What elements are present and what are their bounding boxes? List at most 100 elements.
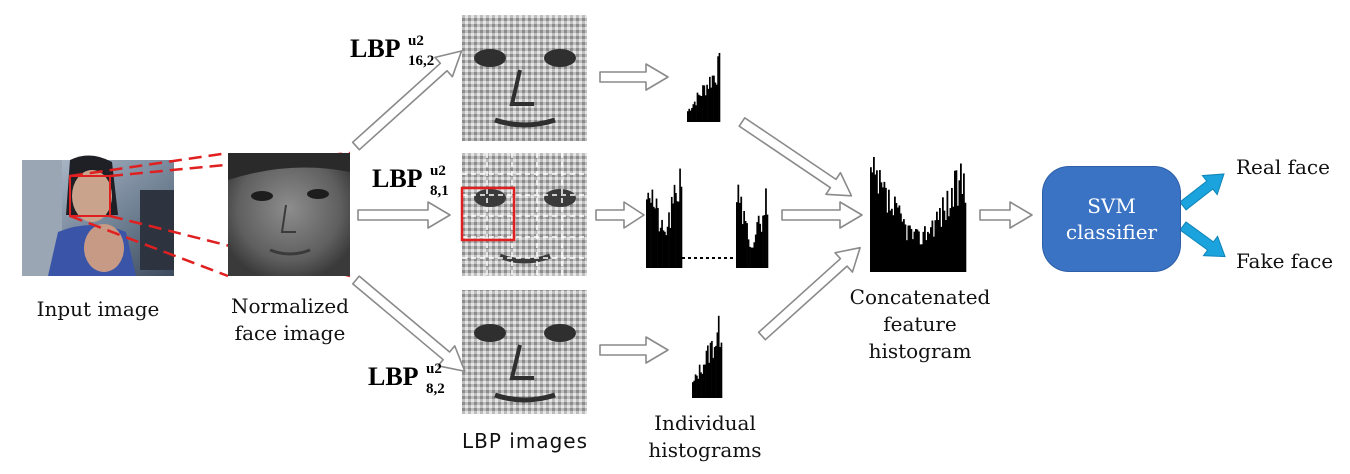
- histogram-bar: [933, 236, 935, 272]
- histogram-bar: [949, 208, 952, 272]
- histogram-bar: [910, 228, 913, 272]
- histogram-bar: [921, 244, 923, 272]
- histogram-bar: [677, 201, 680, 268]
- lbp-operator-superscript: u2: [408, 33, 424, 49]
- caption-line: histograms: [648, 438, 762, 462]
- histogram-bar: [906, 240, 908, 272]
- histogram-bar: [676, 201, 679, 268]
- caption-individual-histograms: Individual histograms: [630, 410, 780, 464]
- histogram-bar: [963, 173, 965, 272]
- arrow-lbp-8-2-to-hist: [599, 336, 669, 364]
- caption-input-image: Input image: [18, 296, 178, 323]
- histogram-bar: [927, 231, 929, 272]
- histogram-bar: [665, 235, 668, 268]
- histogram-bar: [888, 189, 890, 272]
- histogram-bar: [710, 87, 713, 122]
- lbp-operator-16-2: LBP u2 16,2: [350, 33, 434, 69]
- histogram-bar: [698, 94, 700, 122]
- histogram-bar: [703, 85, 706, 122]
- histogram-bar: [654, 208, 656, 268]
- histogram-bar: [766, 214, 769, 268]
- histogram-bar: [889, 210, 892, 272]
- svm-label-line: classifier: [1065, 220, 1158, 244]
- histogram-bar: [907, 225, 910, 272]
- histogram-bar: [720, 342, 723, 398]
- histogram-bar: [666, 226, 669, 268]
- arrow-to-lbp-8-1: [357, 201, 451, 229]
- caption-line: feature: [883, 312, 957, 336]
- individual-histogram-8-1-first: [646, 168, 683, 268]
- arrow-lbp-16-2-to-hist: [599, 63, 669, 91]
- histogram-bar: [713, 347, 716, 398]
- histogram-bar: [655, 198, 658, 268]
- caption-lbp-images: LBP images: [440, 428, 610, 455]
- histogram-bar: [955, 170, 958, 272]
- histogram-bar: [743, 211, 746, 268]
- arrow-to-lbp-8-2: [351, 275, 466, 373]
- histogram-bar: [746, 223, 748, 268]
- histogram-bar: [719, 346, 721, 398]
- histogram-bar: [930, 227, 932, 272]
- histogram-bar: [942, 197, 944, 272]
- lbp-operator-subscript: 8,1: [430, 183, 449, 199]
- lbp-operator-subscript: 16,2: [408, 53, 435, 69]
- histogram-bar: [900, 213, 902, 272]
- normalized-face-image: [228, 153, 350, 276]
- histogram-bar: [886, 212, 889, 272]
- svm-classifier-box: SVM classifier: [1043, 167, 1180, 271]
- histogram-bar: [715, 345, 717, 398]
- histogram-bar: [695, 105, 697, 122]
- output-arrows: [1179, 173, 1226, 258]
- histogram-bar: [672, 203, 674, 268]
- histogram-bar: [691, 107, 693, 122]
- histogram-bar: [704, 364, 706, 398]
- histogram-bar: [919, 244, 922, 272]
- histogram-bar: [762, 215, 764, 268]
- lbp-operator-8-1: LBP u2 8,1: [372, 163, 449, 199]
- concatenated-histogram: [870, 156, 967, 272]
- caption-concatenated-histogram: Concatenated feature histogram: [836, 284, 1004, 365]
- histogram-bar: [744, 221, 747, 268]
- histogram-bar: [916, 229, 919, 272]
- histogram-bar: [694, 374, 697, 398]
- histogram-bar: [958, 180, 961, 272]
- histogram-bar: [647, 192, 650, 268]
- arrow-hist-top-to-concat: [738, 117, 853, 197]
- histogram-bar: [712, 357, 715, 398]
- histogram-bar: [882, 187, 884, 272]
- histogram-bar: [738, 202, 741, 268]
- histogram-bar: [937, 219, 940, 272]
- histogram-bar: [754, 234, 757, 268]
- caption-text: Input image: [36, 297, 160, 321]
- histogram-bar: [870, 167, 872, 272]
- histogram-bar: [883, 181, 886, 272]
- histogram-bar: [759, 223, 762, 268]
- histogram-bar: [707, 345, 709, 398]
- histogram-bar: [701, 373, 704, 398]
- histogram-bar: [957, 205, 959, 272]
- lbp-operator-subscript: 8,2: [426, 381, 445, 397]
- lbp-operator-base: LBP: [350, 34, 401, 63]
- arrow-hist-mid-to-concat: [781, 201, 863, 229]
- arrow-lbp-8-1-to-hist: [595, 201, 645, 229]
- histogram-bar: [659, 227, 662, 268]
- histogram-bar: [936, 211, 938, 272]
- histogram-bar: [904, 224, 907, 272]
- output-fake-face: Fake face: [1236, 249, 1334, 273]
- histogram-bar: [909, 225, 911, 272]
- histogram-bar: [702, 364, 705, 398]
- caption-normalized-face: Normalized face image: [210, 293, 370, 347]
- individual-histogram-16-2: [687, 52, 721, 123]
- histogram-bar: [940, 226, 943, 272]
- histogram-bar: [680, 186, 683, 268]
- histogram-bar: [951, 187, 953, 272]
- lbp-operator-base: LBP: [368, 362, 419, 391]
- histogram-bar: [903, 219, 905, 272]
- histogram-bar: [675, 193, 677, 268]
- arrow-to-fake-face: [1179, 221, 1226, 258]
- caption-line: Concatenated: [849, 285, 991, 309]
- histogram-bar: [741, 224, 744, 268]
- histogram-bar: [657, 207, 659, 268]
